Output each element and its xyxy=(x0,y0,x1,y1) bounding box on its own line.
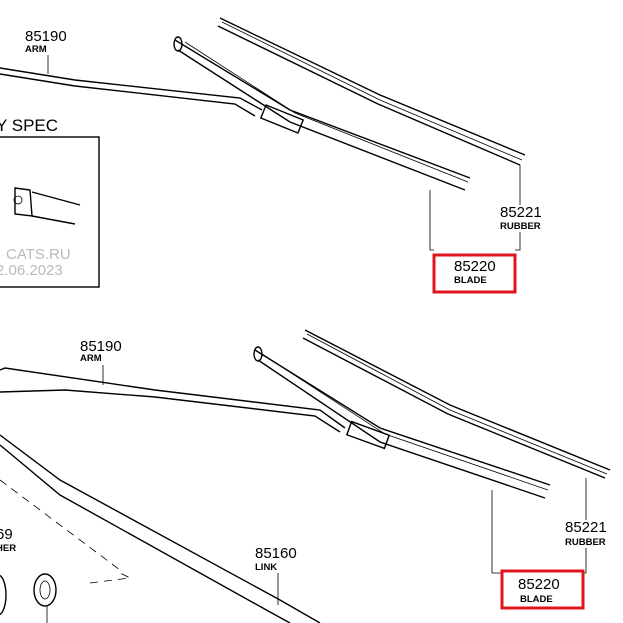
top-blade-highlight[interactable] xyxy=(432,253,517,294)
bottom-arm-label: ARM xyxy=(80,353,102,364)
top-blade-label: BLADE xyxy=(454,275,487,286)
top-arm-label: ARM xyxy=(25,44,47,55)
top-arm-drawing xyxy=(0,55,263,117)
washer-number: 69 xyxy=(0,526,13,543)
watermark-date: 2.06.2023 xyxy=(0,262,63,279)
bottom-arm-number: 85190 xyxy=(80,338,122,355)
bottom-rubber-label: RUBBER xyxy=(565,537,606,548)
bottom-blade-drawing xyxy=(253,346,551,499)
top-rubber-drawing xyxy=(217,17,526,166)
bottom-blade-label: BLADE xyxy=(520,594,553,605)
inset-arm-end-drawing xyxy=(13,187,81,225)
link-drawing xyxy=(0,434,321,623)
bottom-arm-drawing xyxy=(0,365,346,433)
bottom-rubber-drawing xyxy=(302,329,611,479)
top-rubber-label: RUBBER xyxy=(500,221,541,232)
bottom-rubber-number: 85221 xyxy=(565,519,607,536)
spec-title: Y SPEC xyxy=(0,116,58,135)
link-number: 85160 xyxy=(255,545,297,562)
watermark-site: CATS.RU xyxy=(6,246,71,263)
bottom-blade-number: 85220 xyxy=(518,576,560,593)
bottom-blade-highlight[interactable] xyxy=(500,569,585,610)
link-label: LINK xyxy=(255,562,277,573)
washer-label: HER xyxy=(0,543,16,554)
spec-inset-box xyxy=(0,136,100,288)
top-rubber-number: 85221 xyxy=(500,204,542,221)
top-blade-drawing xyxy=(173,36,471,191)
top-arm-number: 85190 xyxy=(25,28,67,45)
top-blade-number: 85220 xyxy=(454,258,496,275)
